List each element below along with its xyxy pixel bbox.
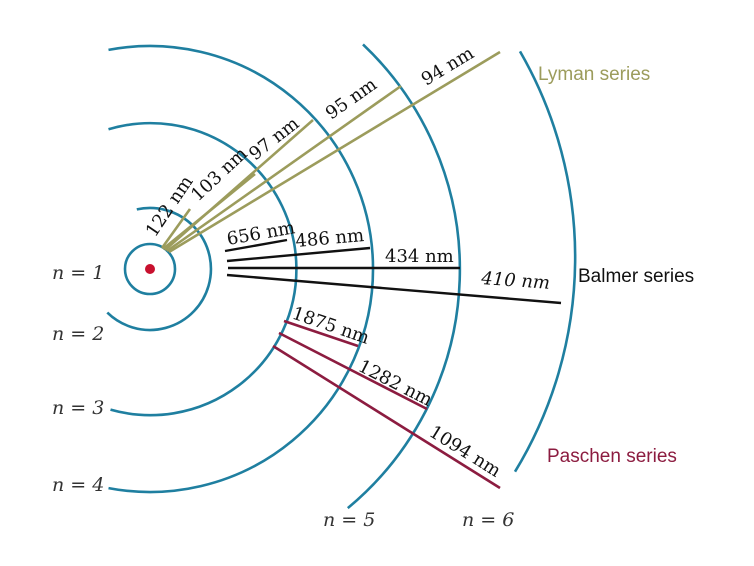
balmer-line-486 bbox=[226, 246, 371, 263]
lyman-wavelength-122: 122 nm bbox=[142, 172, 198, 241]
balmer-wavelength-434: 434 nm bbox=[385, 246, 454, 267]
level-label-n4: n = 4 bbox=[52, 474, 104, 496]
balmer-wavelength-410: 410 nm bbox=[480, 268, 551, 294]
balmer-line-410 bbox=[226, 273, 562, 305]
paschen-wavelength-1875: 1875 nm bbox=[289, 303, 372, 349]
lyman-line-122 bbox=[160, 208, 192, 249]
lyman-series-label: Lyman series bbox=[538, 64, 650, 85]
nucleus bbox=[145, 264, 155, 274]
balmer-wavelength-486: 486 nm bbox=[295, 225, 365, 252]
level-label-n5: n = 5 bbox=[323, 509, 375, 531]
paschen-wavelength-1094: 1094 nm bbox=[425, 421, 504, 481]
paschen-line-1282 bbox=[278, 331, 428, 411]
lyman-line-95 bbox=[166, 84, 402, 253]
level-label-n3: n = 3 bbox=[52, 397, 104, 419]
orbit-n2 bbox=[106, 206, 213, 332]
level-label-n2: n = 2 bbox=[52, 323, 104, 345]
lyman-wavelength-95: 95 nm bbox=[322, 74, 381, 124]
balmer-line-656 bbox=[224, 238, 288, 253]
orbit-n1 bbox=[123, 242, 177, 296]
level-label-n6: n = 6 bbox=[462, 509, 514, 531]
lyman-wavelength-103: 103 nm bbox=[187, 143, 252, 205]
paschen-line-1094 bbox=[272, 344, 501, 490]
lyman-line-94 bbox=[168, 50, 501, 254]
paschen-wavelength-1282: 1282 nm bbox=[355, 356, 436, 411]
paschen-line-1875 bbox=[283, 319, 359, 348]
balmer-series-label: Balmer series bbox=[578, 266, 694, 287]
lyman-wavelength-97: 97 nm bbox=[245, 113, 303, 165]
paschen-series-label: Paschen series bbox=[547, 446, 677, 467]
lyman-line-97 bbox=[164, 119, 314, 251]
orbit-n6 bbox=[513, 50, 577, 473]
level-label-n1: n = 1 bbox=[52, 262, 104, 284]
